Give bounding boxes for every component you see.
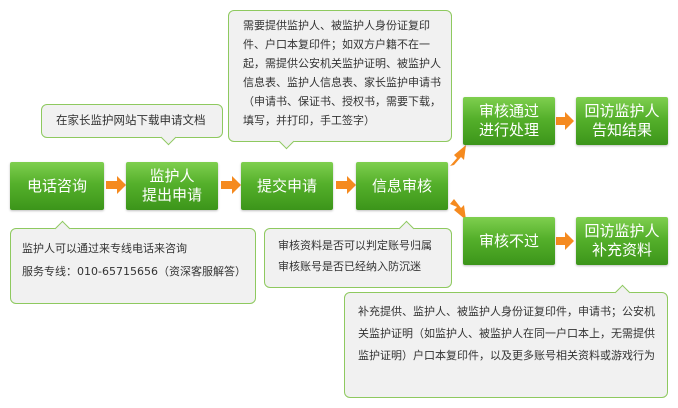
note-phone-line2: 服务专线：010-65715656（资深客服解答） [22, 265, 246, 278]
step-visit-result: 回访监护人 告知结果 [576, 97, 668, 145]
arrow-right-icon [336, 176, 356, 194]
step-submit-application: 提交申请 [241, 162, 333, 210]
arrow-right-icon [556, 112, 574, 130]
note-review: 审核资料是否可以判定账号归属 审核账号是否已经纳入防沉迷 [264, 220, 452, 288]
arrow-right-icon [221, 176, 241, 194]
step-phone-consult: 电话咨询 [10, 162, 104, 210]
step-visit-supplement: 回访监护人 补充资料 [576, 217, 668, 265]
note-phone: 监护人可以通过来专线电话来咨询 服务专线：010-65715656（资深客服解答… [10, 220, 256, 304]
note-documents-text: 需要提供监护人、被监护人身份证复印件、户口本复印件；如双方户籍不在一起，需提供公… [243, 19, 441, 127]
note-supplement-text: 补充提供、监护人、被监护人身份证复印件，申请书；公安机关监护证明（如监护人、被监… [358, 305, 655, 362]
arrow-right-icon [106, 176, 126, 194]
note-supplement: 补充提供、监护人、被监护人身份证复印件，申请书；公安机关监护证明（如监护人、被监… [344, 284, 668, 398]
note-download-text: 在家长监护网站下载申请文档 [56, 113, 206, 127]
step-review-pass: 审核通过 进行处理 [463, 97, 555, 145]
arrow-diagonal-down-icon [450, 199, 466, 220]
note-review-line1: 审核资料是否可以判定账号归属 [278, 239, 432, 252]
note-phone-line1: 监护人可以通过来专线电话来咨询 [22, 242, 187, 255]
note-review-line2: 审核账号是否已经纳入防沉迷 [278, 260, 421, 273]
step-info-review: 信息审核 [356, 162, 448, 210]
note-download: 在家长监护网站下载申请文档 [41, 104, 223, 146]
step-review-fail: 审核不过 [463, 217, 555, 265]
note-documents: 需要提供监护人、被监护人身份证复印件、户口本复印件；如双方户籍不在一起，需提供公… [228, 10, 452, 150]
arrow-diagonal-up-icon [450, 145, 466, 166]
step-guardian-apply: 监护人 提出申请 [126, 162, 218, 210]
arrow-right-icon [556, 232, 574, 250]
